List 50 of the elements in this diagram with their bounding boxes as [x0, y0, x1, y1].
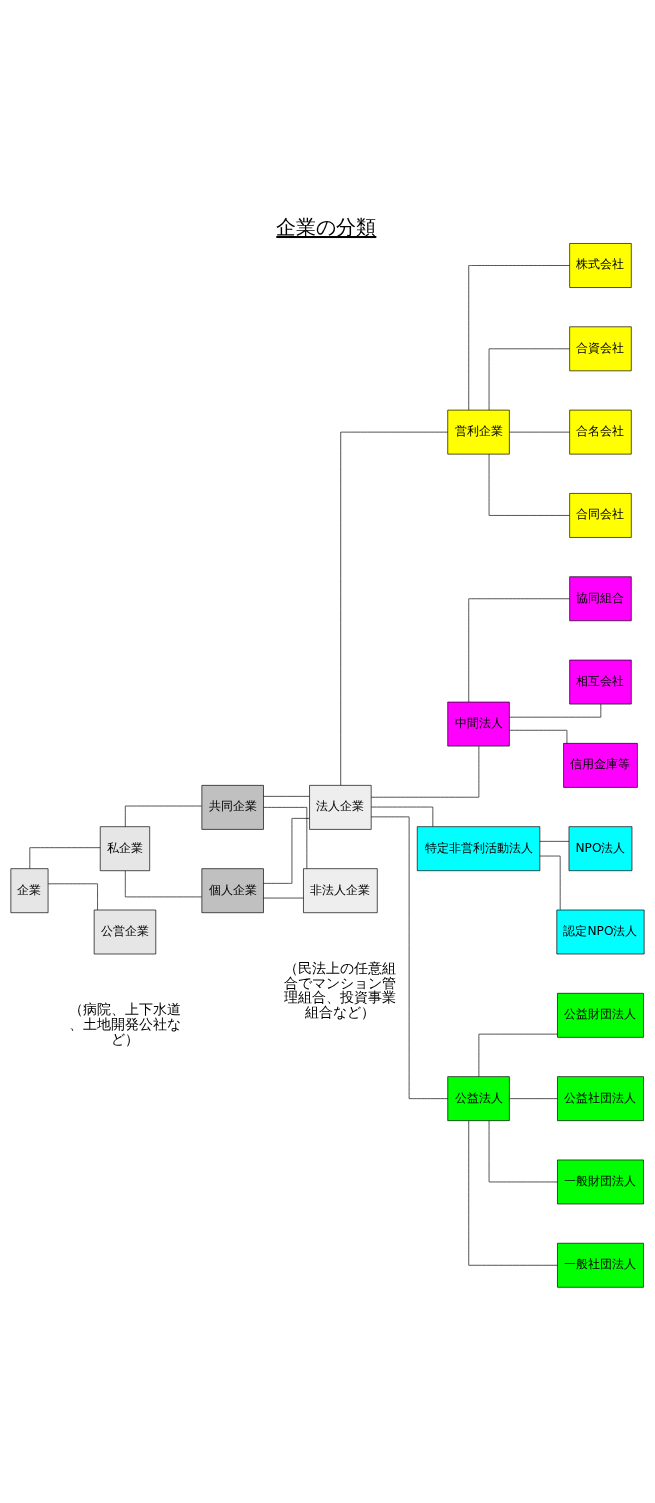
node-label: （民法上の任意組合でマンション管理組合、投資事業組合など）	[284, 959, 397, 1021]
node-box: 合資会社	[569, 326, 632, 372]
connector	[488, 1120, 558, 1183]
connector	[509, 1098, 558, 1099]
node-box: 一般社団法人	[557, 1242, 644, 1288]
node-box: 営利企業	[447, 409, 510, 455]
node-box: 私企業	[99, 826, 151, 872]
node-box: 一般財団法人	[557, 1159, 644, 1205]
connector	[263, 807, 308, 869]
connector	[263, 796, 310, 797]
connector	[509, 729, 568, 744]
connector	[468, 598, 570, 703]
connector	[509, 431, 570, 433]
connector	[371, 806, 434, 827]
node-box: 認定NPO法人	[556, 909, 645, 955]
connector	[539, 841, 570, 842]
node-box: 信用金庫等	[563, 743, 638, 788]
connector	[468, 265, 570, 411]
node-box: 合名会社	[569, 409, 632, 455]
node-label: （病院、上下水道、土地開発公社など）	[68, 1000, 181, 1047]
node-box: 特定非営利活動法人	[416, 826, 541, 872]
connector	[47, 883, 98, 911]
node-box: 株式会社	[569, 243, 632, 288]
connector	[371, 816, 449, 1099]
node-box: 非法人企業	[303, 868, 378, 914]
node-box: 中間法人	[447, 701, 510, 747]
connector	[488, 348, 570, 411]
connector	[124, 805, 202, 827]
connector	[488, 453, 570, 516]
node-box: 企業	[10, 868, 49, 914]
connector	[340, 431, 448, 786]
node-box: 個人企業	[201, 868, 264, 914]
node-box: 法人企業	[309, 785, 372, 830]
connector	[263, 897, 304, 899]
connector	[509, 703, 602, 718]
connector	[263, 818, 310, 884]
connector	[29, 847, 101, 869]
node-box: 公益社団法人	[557, 1076, 644, 1121]
connector	[370, 745, 480, 798]
node-box: 相互会社	[569, 659, 632, 705]
connector	[478, 1033, 558, 1077]
node-box: 共同企業	[201, 785, 264, 830]
node-box: NPO法人	[568, 826, 633, 872]
connector	[468, 1120, 558, 1266]
node-box: 公営企業	[93, 909, 157, 955]
node-box: 協同組合	[569, 576, 632, 622]
node-box: 合同会社	[569, 493, 632, 538]
node-box: 公益法人	[447, 1076, 510, 1121]
diagram-title: 企業の分類	[276, 215, 377, 239]
node-box: 公益財団法人	[557, 993, 644, 1038]
